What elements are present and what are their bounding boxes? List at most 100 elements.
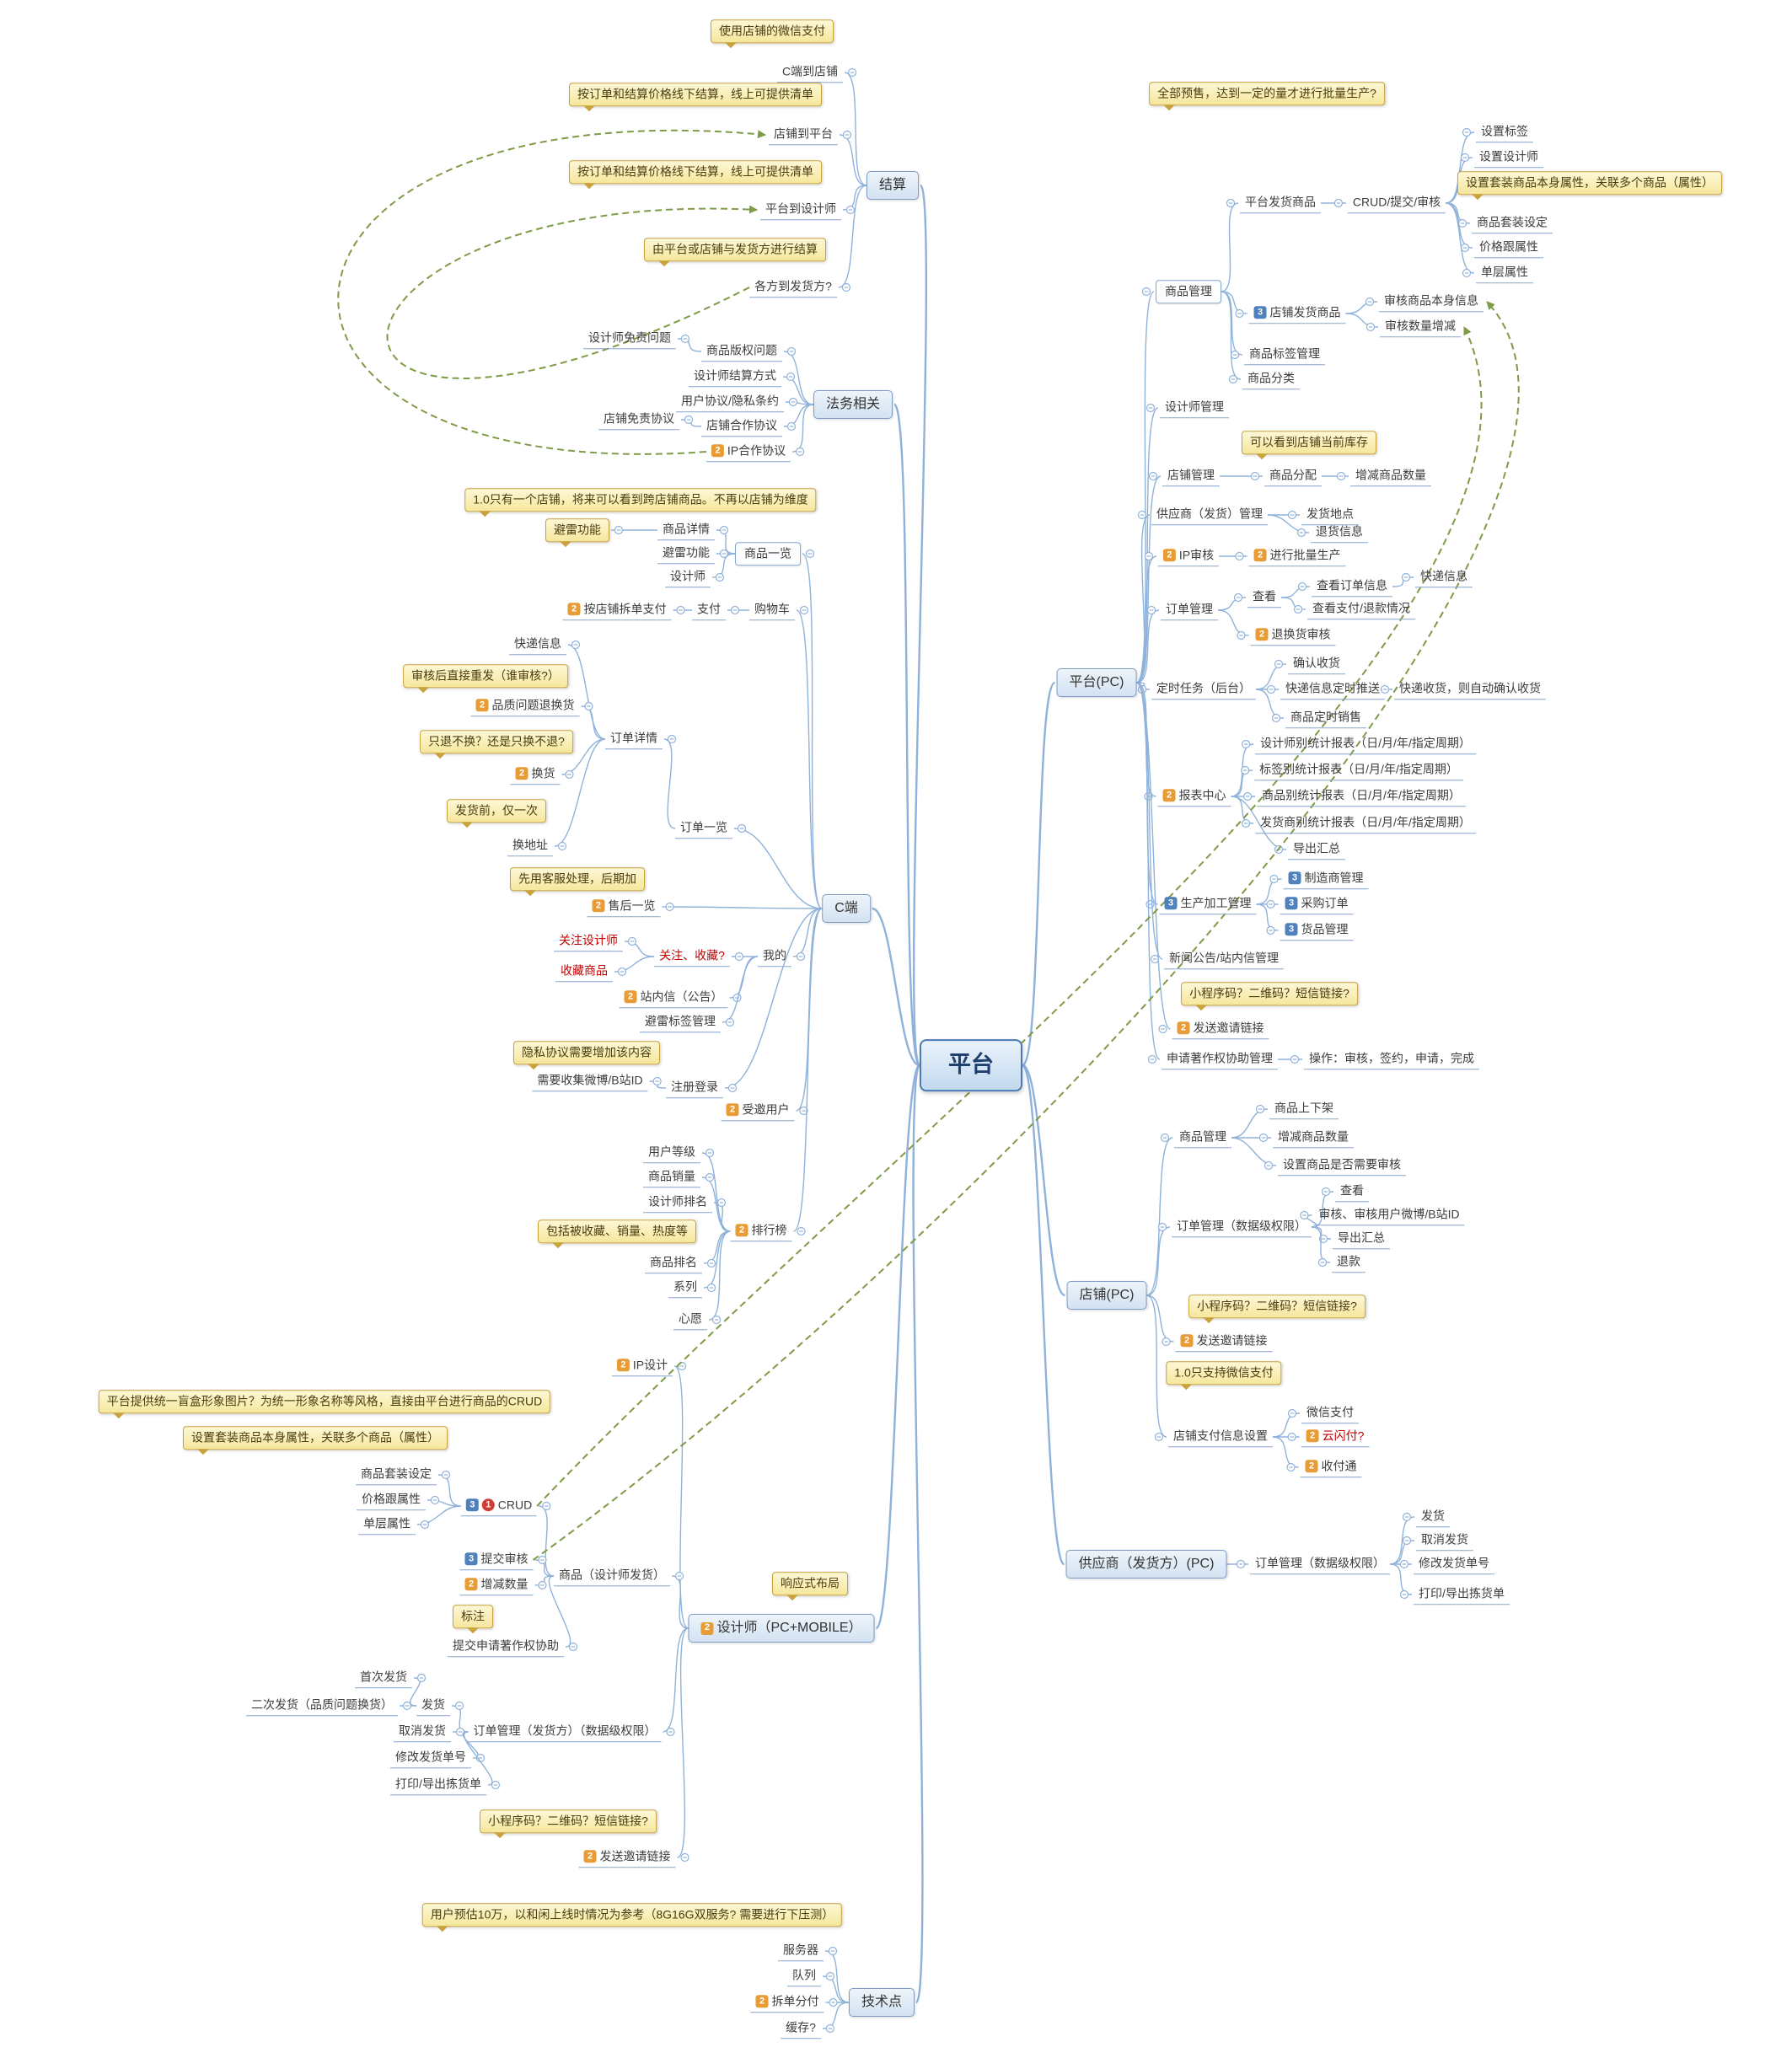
collapse-toggle-icon[interactable] (542, 1501, 551, 1511)
topic-node-n431[interactable]: 快递信息定时推送 (1280, 679, 1385, 699)
topic-node-n446[interactable]: 申请著作权协助管理 (1162, 1049, 1278, 1069)
collapse-toggle-icon[interactable] (665, 902, 674, 912)
topic-node-n413[interactable]: 商品分类 (1242, 369, 1300, 389)
topic-node-n802[interactable]: 队列 (787, 1966, 821, 1986)
topic-node-n714[interactable]: 取消发货 (394, 1722, 451, 1742)
topic-node-n313[interactable]: 换地址 (507, 836, 553, 856)
topic-node-n417[interactable]: 增减商品数量 (1350, 466, 1431, 486)
topic-node-n415[interactable]: 店铺管理 (1162, 466, 1220, 486)
collapse-toggle-icon[interactable] (1266, 684, 1276, 694)
collapse-toggle-icon[interactable] (797, 1226, 806, 1236)
topic-node-n416[interactable]: 商品分配 (1264, 466, 1322, 486)
topic-node-n508[interactable]: 导出汇总 (1333, 1229, 1390, 1249)
collapse-toggle-icon[interactable] (571, 640, 581, 650)
branch-topic-b3[interactable]: C端 (822, 894, 871, 923)
topic-node-n505[interactable]: 订单管理（数据级权限） (1172, 1217, 1312, 1237)
collapse-toggle-icon[interactable] (706, 1283, 716, 1293)
collapse-toggle-icon[interactable] (402, 1701, 412, 1711)
collapse-toggle-icon[interactable] (1250, 471, 1260, 481)
callout-note-c403[interactable]: 可以看到店铺当前库存 (1242, 431, 1376, 459)
callout-note-c702[interactable]: 平台提供统一盲盒形象图片？为统一形象名称等风格，直接由平台进行商品的CRUD (98, 1390, 551, 1418)
callout-note-c404[interactable]: 小程序码？二维码？短信链接? (1181, 982, 1358, 1010)
topic-node-n408[interactable]: 单层属性 (1476, 263, 1533, 283)
topic-node-n315[interactable]: 我的 (758, 946, 791, 967)
collapse-toggle-icon[interactable] (705, 1148, 715, 1158)
topic-node-n437[interactable]: 商品别统计报表（日/月/年/指定周期） (1257, 786, 1466, 807)
collapse-toggle-icon[interactable] (1460, 153, 1470, 163)
callout-note-c402[interactable]: 设置套装商品本身属性，关联多个商品（属性） (1457, 171, 1722, 200)
collapse-toggle-icon[interactable] (666, 1727, 675, 1737)
topic-node-n444[interactable]: 新闻公告/站内信管理 (1164, 949, 1284, 969)
collapse-toggle-icon[interactable] (719, 525, 729, 535)
topic-node-n101[interactable]: C端到店铺 (776, 62, 844, 83)
collapse-toggle-icon[interactable] (1287, 1432, 1296, 1442)
topic-node-n201[interactable]: 商品版权问题 (701, 341, 782, 362)
topic-node-n429[interactable]: 定时任务（后台） (1151, 679, 1256, 699)
topic-node-n602[interactable]: 发货 (1416, 1507, 1450, 1527)
collapse-toggle-icon[interactable] (1274, 659, 1284, 669)
collapse-toggle-icon[interactable] (845, 205, 856, 215)
topic-node-n305[interactable]: 购物车 (749, 600, 795, 620)
callout-note-c302[interactable]: 审核后直接重发（谁审核?） (403, 664, 568, 693)
collapse-toggle-icon[interactable] (1162, 1337, 1171, 1347)
collapse-toggle-icon[interactable] (1141, 287, 1151, 297)
topic-node-n411[interactable]: 审核数量增减 (1380, 317, 1461, 337)
collapse-toggle-icon[interactable] (1241, 765, 1250, 775)
topic-node-n306[interactable]: 支付 (692, 600, 726, 620)
topic-node-n427[interactable]: 查看支付/退款情况 (1307, 599, 1415, 619)
collapse-toggle-icon[interactable] (1401, 572, 1411, 582)
collapse-toggle-icon[interactable] (796, 951, 806, 962)
topic-node-n405[interactable]: 设置设计师 (1474, 147, 1543, 168)
collapse-toggle-icon[interactable] (841, 282, 850, 292)
collapse-toggle-icon[interactable] (1146, 605, 1156, 615)
topic-node-n509[interactable]: 退款 (1332, 1252, 1365, 1273)
root-topic-r0[interactable]: 平台 (920, 1039, 1022, 1091)
topic-node-n705[interactable]: 价格跟属性 (357, 1490, 426, 1510)
callout-note-c307[interactable]: 包括被收藏、销量、热度等 (538, 1219, 696, 1248)
collapse-toggle-icon[interactable] (1148, 471, 1158, 481)
topic-node-n706[interactable]: 单层属性 (358, 1514, 416, 1535)
topic-node-n418[interactable]: 供应商（发货）管理 (1151, 505, 1268, 525)
collapse-toggle-icon[interactable] (1290, 1054, 1300, 1064)
collapse-toggle-icon[interactable] (715, 572, 725, 582)
collapse-toggle-icon[interactable] (1242, 739, 1251, 749)
collapse-toggle-icon[interactable] (441, 1470, 451, 1480)
callout-note-c401[interactable]: 全部预售，达到一定的量才进行批量生产? (1149, 82, 1385, 110)
collapse-toggle-icon[interactable] (1271, 713, 1281, 723)
collapse-toggle-icon[interactable] (799, 605, 809, 615)
collapse-toggle-icon[interactable] (1321, 1187, 1331, 1197)
topic-node-n321[interactable]: 注册登录 (666, 1078, 723, 1098)
callout-note-c304[interactable]: 发货前，仅一次 (447, 799, 546, 828)
collapse-toggle-icon[interactable] (788, 397, 798, 407)
topic-node-n506[interactable]: 查看 (1335, 1182, 1369, 1202)
collapse-toggle-icon[interactable] (1300, 1210, 1309, 1220)
collapse-toggle-icon[interactable] (416, 1673, 427, 1683)
collapse-toggle-icon[interactable] (1157, 1222, 1167, 1232)
collapse-toggle-icon[interactable] (1233, 592, 1243, 603)
collapse-toggle-icon[interactable] (1296, 528, 1306, 538)
collapse-toggle-icon[interactable] (538, 1580, 547, 1590)
collapse-toggle-icon[interactable] (1336, 471, 1346, 481)
collapse-toggle-icon[interactable] (825, 2023, 834, 2034)
callout-note-c102[interactable]: 按订单和结算价格线下结算，线上可提供清单 (569, 83, 822, 111)
collapse-toggle-icon[interactable] (1158, 1024, 1167, 1034)
topic-node-n326[interactable]: 商品销量 (643, 1167, 700, 1187)
collapse-toggle-icon[interactable] (1235, 308, 1244, 319)
topic-node-n709[interactable]: 提交申请著作权协助 (448, 1637, 564, 1657)
callout-note-t301[interactable]: 避雷功能 (545, 518, 609, 547)
collapse-toggle-icon[interactable] (1236, 1559, 1246, 1569)
collapse-toggle-icon[interactable] (1287, 510, 1297, 520)
collapse-toggle-icon[interactable] (786, 421, 797, 431)
topic-node-n436[interactable]: 标签别统计报表（日/月/年/指定周期） (1254, 760, 1463, 780)
collapse-toggle-icon[interactable] (825, 1971, 835, 1981)
topic-node-n801[interactable]: 服务器 (778, 1941, 824, 1961)
